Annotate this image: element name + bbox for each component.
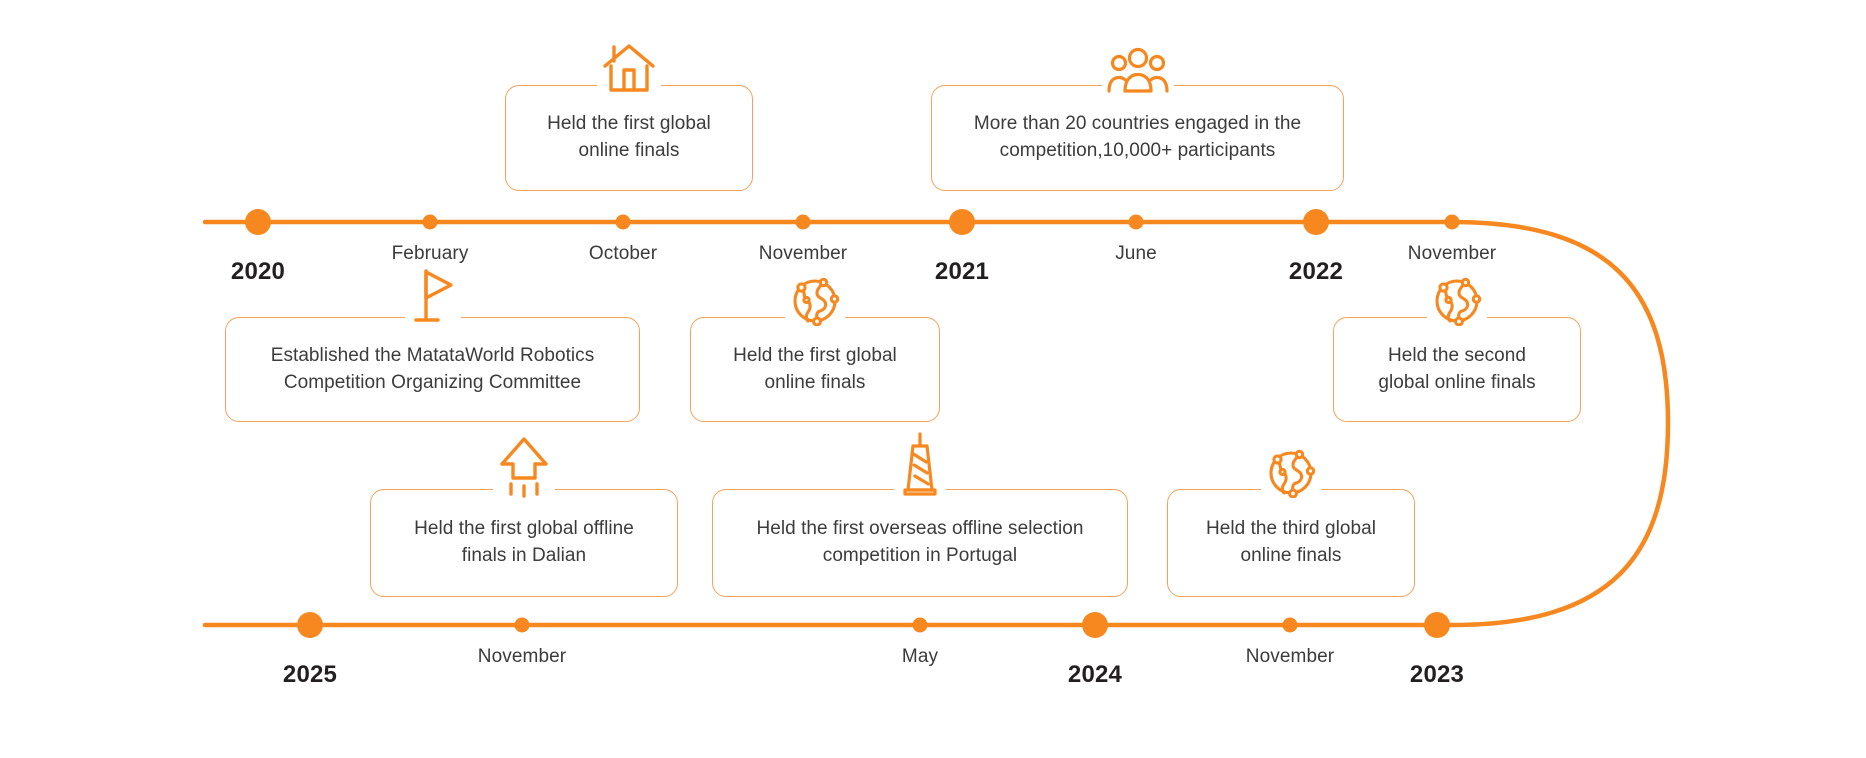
globe-network-icon: [1266, 448, 1316, 498]
timeline-dot-november-4[interactable]: [1282, 617, 1298, 633]
month-label-november-7: November: [1407, 243, 1497, 264]
year-label-2021-4: 2021: [934, 258, 990, 285]
timeline-dot-october-2[interactable]: [615, 214, 631, 230]
card-text: Held the first global online finals: [733, 344, 897, 393]
card-third-global-online-finals[interactable]: Held the third global online finals: [1167, 449, 1415, 597]
card-20-countries-participants[interactable]: More than 20 countries engaged in the co…: [931, 47, 1344, 191]
timeline-dot-2020-0[interactable]: [245, 209, 271, 235]
tower-icon: [901, 432, 939, 498]
globe-network-icon: [790, 276, 840, 326]
card-text: Held the second global online finals: [1378, 344, 1536, 393]
timeline-dot-june-5[interactable]: [1128, 214, 1144, 230]
month-label-october-2: October: [588, 243, 658, 264]
house-icon: [601, 42, 657, 94]
timeline-dot-2024-3[interactable]: [1082, 612, 1108, 638]
card-text: Held the third global online finals: [1205, 518, 1377, 566]
timeline-dot-november-1[interactable]: [514, 617, 530, 633]
card-text: More than 20 countries engaged in the co…: [973, 113, 1302, 161]
card-first-global-offline-finals-dalian[interactable]: Held the first global offline finals in …: [370, 437, 678, 597]
month-label-november-3: November: [758, 243, 848, 264]
year-label-2022-6: 2022: [1288, 258, 1344, 285]
u-turn-connector: [1449, 219, 1671, 628]
month-label-november-1: November: [477, 646, 567, 667]
card-first-global-online-finals-2021[interactable]: Held the first global online finals: [690, 277, 940, 422]
flag-icon: [411, 268, 455, 326]
timeline-dot-2022-6[interactable]: [1303, 209, 1329, 235]
globe-network-icon: [1432, 276, 1482, 326]
timeline-dot-may-2[interactable]: [912, 617, 928, 633]
card-text: Established the MatataWorld Robotics Com…: [270, 344, 595, 393]
month-label-february-1: February: [391, 243, 469, 264]
year-label-2024-3: 2024: [1067, 661, 1123, 688]
card-text: Held the first overseas offline selectio…: [756, 518, 1084, 566]
year-label-2023-5: 2023: [1409, 661, 1465, 688]
timeline-dot-2023-5[interactable]: [1424, 612, 1450, 638]
timeline-dot-2025-0[interactable]: [297, 612, 323, 638]
card-first-overseas-offline-portugal[interactable]: Held the first overseas offline selectio…: [712, 432, 1128, 597]
timeline-dot-november-7[interactable]: [1444, 214, 1460, 230]
year-label-2025-0: 2025: [282, 661, 338, 688]
arrow-up-launch-icon: [498, 436, 550, 498]
card-second-global-online-finals[interactable]: Held the second global online finals: [1333, 277, 1581, 422]
month-label-november-4: November: [1245, 646, 1335, 667]
card-established-organizing-committee[interactable]: Established the MatataWorld Robotics Com…: [225, 269, 640, 422]
card-text: Held the first global online finals: [547, 113, 711, 161]
card-border-notch: [1101, 83, 1174, 90]
card-first-global-online-finals-2020-oct[interactable]: Held the first global online finals: [505, 44, 753, 191]
year-label-2020-0: 2020: [230, 258, 286, 285]
card-text: Held the first global offline finals in …: [414, 518, 634, 566]
month-label-june-5: June: [1115, 243, 1157, 264]
month-label-may-2: May: [901, 646, 939, 667]
timeline-dot-february-1[interactable]: [422, 214, 438, 230]
people-group-icon: [1106, 46, 1169, 94]
timeline-dot-2021-4[interactable]: [949, 209, 975, 235]
timeline-dot-november-3[interactable]: [795, 214, 811, 230]
card-border-notch: [597, 83, 661, 90]
